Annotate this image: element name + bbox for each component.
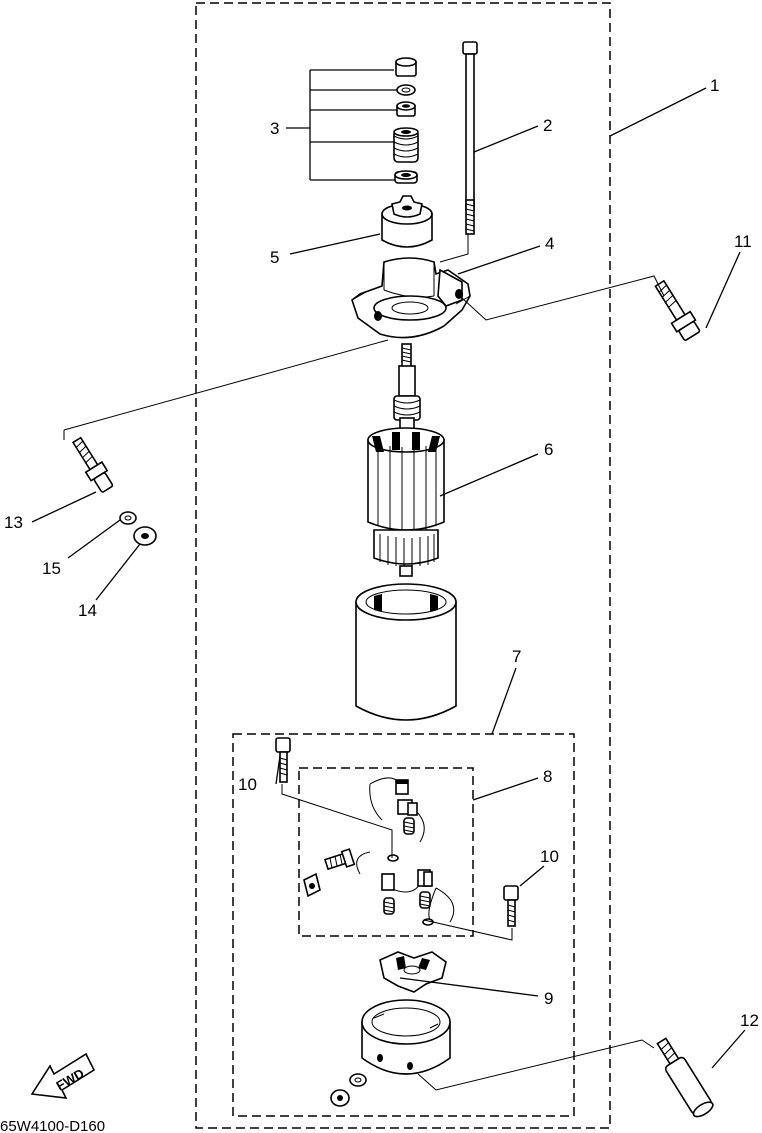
part-number-labels: 1 2 3 4 5 6 7 8 9 10 10 11 12 13 15 14 bbox=[4, 76, 759, 1030]
rear-nut-and-washer bbox=[330, 1073, 367, 1107]
label-part-12: 12 bbox=[740, 1011, 759, 1030]
label-part-1: 1 bbox=[710, 76, 719, 95]
part-2-through-bolt bbox=[462, 41, 478, 235]
part-9-brush-plate bbox=[379, 951, 447, 993]
alignment-lines bbox=[63, 234, 665, 1091]
part-15-washer bbox=[119, 511, 137, 525]
label-part-10-lower: 10 bbox=[540, 847, 559, 866]
part-14-nut bbox=[133, 526, 157, 546]
yoke-housing bbox=[355, 583, 457, 721]
assembly-8-boundary bbox=[298, 767, 474, 937]
label-part-7: 7 bbox=[512, 647, 521, 666]
leader-lines bbox=[31, 87, 746, 1069]
part-5-pinion-gear bbox=[381, 195, 433, 248]
label-part-9: 9 bbox=[544, 989, 553, 1008]
part-6-armature bbox=[367, 343, 445, 577]
part-10-screw-lower bbox=[503, 885, 519, 927]
label-part-10-upper: 10 bbox=[238, 775, 257, 794]
label-part-14: 14 bbox=[78, 601, 97, 620]
label-part-2: 2 bbox=[543, 116, 552, 135]
part-11-bolt bbox=[654, 279, 701, 341]
rear-cover bbox=[361, 999, 451, 1075]
part-12-bolt bbox=[656, 1037, 714, 1118]
label-part-11: 11 bbox=[734, 232, 752, 251]
label-part-15: 15 bbox=[42, 559, 61, 578]
part-4-front-bracket bbox=[351, 257, 471, 339]
label-part-5: 5 bbox=[270, 248, 279, 267]
label-part-13: 13 bbox=[4, 513, 23, 532]
label-part-8: 8 bbox=[543, 767, 552, 786]
part-13-stud-bolt bbox=[71, 436, 114, 493]
fwd-arrow-icon: FWD bbox=[30, 1052, 96, 1099]
assembly-7-boundary bbox=[232, 733, 575, 1117]
drawing-code: 65W4100-D160 bbox=[0, 1118, 105, 1133]
label-part-4: 4 bbox=[545, 234, 554, 253]
part-8-brush-holder bbox=[303, 777, 455, 926]
part-10-screw-upper bbox=[275, 737, 291, 783]
part-3-nut-washer-stack bbox=[393, 57, 419, 184]
part-3-leader-lines bbox=[286, 69, 397, 181]
label-part-6: 6 bbox=[544, 440, 553, 459]
label-part-3: 3 bbox=[270, 119, 279, 138]
